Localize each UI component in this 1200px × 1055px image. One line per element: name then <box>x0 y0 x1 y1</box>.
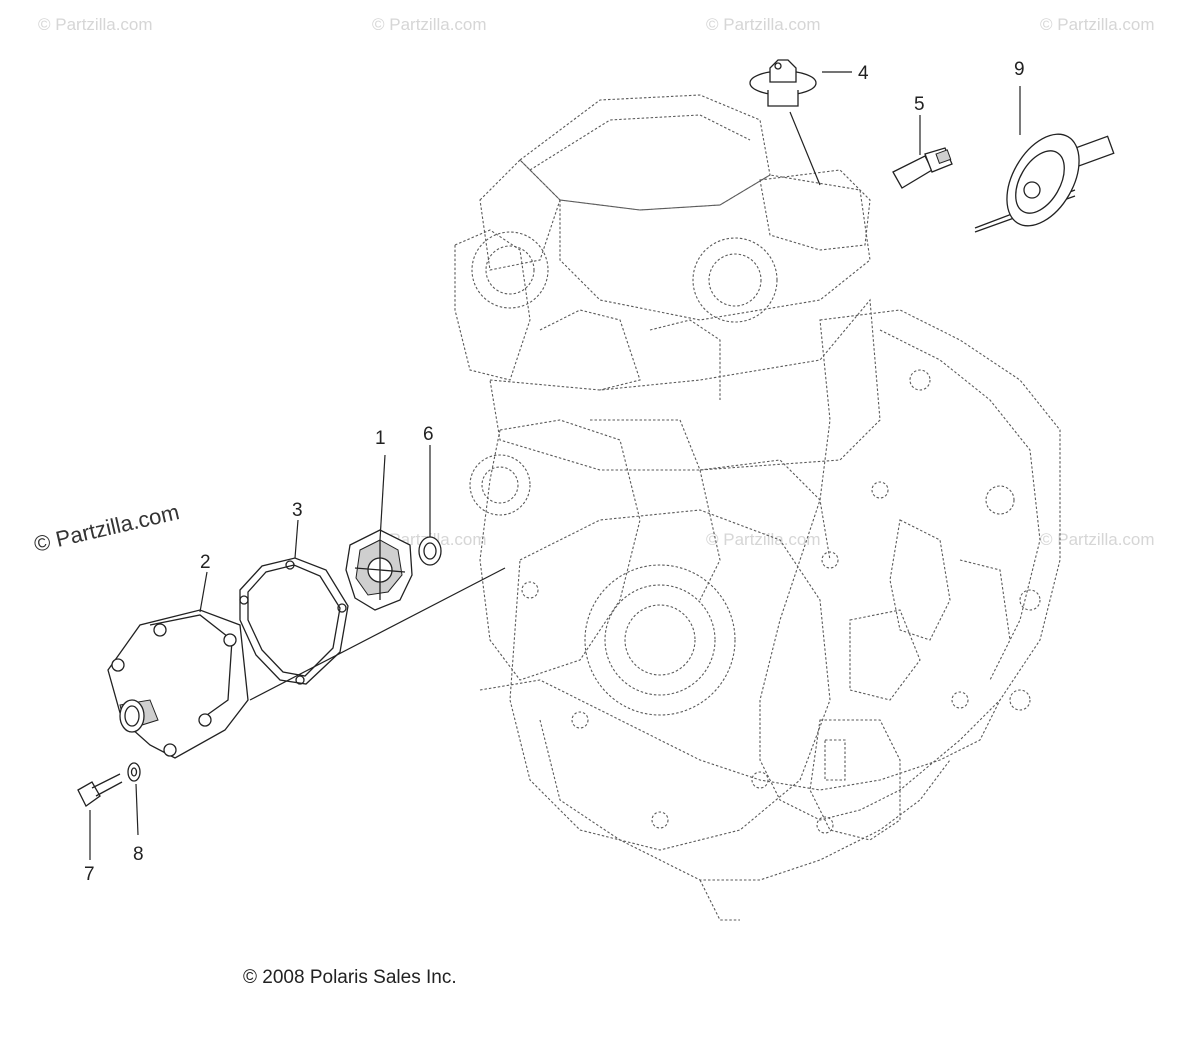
copyright-text: © 2008 Polaris Sales Inc. <box>243 967 457 988</box>
watermark: © Partzilla.com <box>706 530 821 549</box>
watermark: © Partzilla.com <box>706 15 821 34</box>
part-1-impeller[interactable] <box>345 529 413 611</box>
callout-6[interactable]: 6 <box>423 424 434 445</box>
callouts: 1 2 3 4 5 6 7 8 9 <box>84 59 1025 885</box>
watermark: © Partzilla.com <box>38 15 153 34</box>
callout-7[interactable]: 7 <box>84 864 95 885</box>
engine-block-outline <box>454 94 1061 921</box>
watermark: © Partzilla.com <box>1040 15 1155 34</box>
watermark-group: © Partzilla.com © Partzilla.com © Partzi… <box>38 15 1155 549</box>
part-3-gasket[interactable] <box>239 557 349 685</box>
part-2-pump-cover[interactable] <box>107 609 249 759</box>
watermark: © Partzilla.com <box>372 15 487 34</box>
callout-5[interactable]: 5 <box>914 94 925 115</box>
callout-4[interactable]: 4 <box>858 63 869 84</box>
part-6-seal[interactable] <box>418 536 442 566</box>
part-4-thermostat[interactable] <box>749 59 817 107</box>
callout-1[interactable]: 1 <box>375 428 386 449</box>
leader-lines <box>89 71 1021 860</box>
partzilla-watermark: © Partzilla.com <box>32 499 182 557</box>
part-5-sensor[interactable] <box>892 147 953 189</box>
callout-2[interactable]: 2 <box>200 552 211 573</box>
part-8-washer[interactable] <box>127 762 141 782</box>
callout-3[interactable]: 3 <box>292 500 303 521</box>
part-9-pulley[interactable] <box>974 122 1115 239</box>
callout-9[interactable]: 9 <box>1014 59 1025 80</box>
watermark: © Partzilla.com <box>1040 530 1155 549</box>
callout-8[interactable]: 8 <box>133 844 144 865</box>
part-7-bolt[interactable] <box>77 773 123 807</box>
